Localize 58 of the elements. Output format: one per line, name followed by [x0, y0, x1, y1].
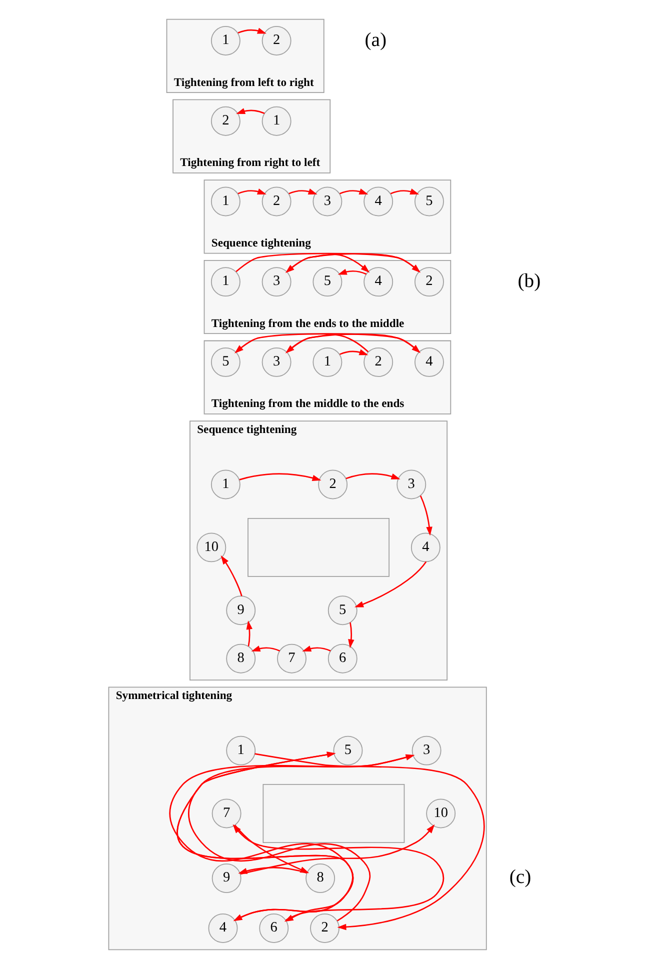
- arrow: [246, 620, 252, 646]
- node-circle: 5: [312, 267, 342, 297]
- arrow: [348, 622, 354, 648]
- arrow: [238, 473, 321, 481]
- node-circle: 3: [261, 267, 291, 297]
- node-circle: 10: [196, 532, 226, 562]
- node-circle: 5: [210, 347, 240, 377]
- arrow: [237, 188, 266, 194]
- label: (b): [517, 270, 540, 292]
- arrow: [339, 188, 368, 194]
- node-circle: 10: [426, 798, 456, 828]
- node-circle: 2: [261, 186, 291, 216]
- node-box: [247, 518, 389, 577]
- node-circle: 1: [312, 347, 342, 377]
- node-circle: 2: [310, 914, 339, 943]
- node-circle: 4: [363, 267, 393, 297]
- node-circle: 6: [327, 644, 357, 674]
- node-circle: 4: [208, 914, 238, 943]
- node-circle: 1: [261, 106, 291, 136]
- node-circle: 3: [261, 347, 291, 377]
- label: (a): [364, 28, 386, 51]
- node-circle: 8: [226, 644, 256, 674]
- label: (c): [508, 866, 531, 888]
- arrow: [236, 108, 264, 114]
- arrow: [250, 646, 280, 652]
- arrow: [337, 268, 366, 275]
- node-circle: 5: [327, 596, 357, 626]
- arrow: [302, 646, 330, 652]
- node-circle: 3: [411, 736, 441, 766]
- node-circle: 1: [210, 26, 240, 56]
- node-circle: 3: [312, 186, 342, 216]
- arrow: [220, 555, 242, 596]
- node-circle: 5: [414, 186, 444, 216]
- node-circle: 2: [363, 347, 393, 377]
- arrow: [234, 333, 419, 354]
- arrow: [339, 349, 368, 356]
- node-circle: 2: [414, 267, 444, 297]
- node-circle: 3: [396, 470, 426, 500]
- node-circle: 4: [410, 532, 440, 562]
- arrow: [288, 188, 317, 194]
- node-circle: 1: [210, 267, 240, 297]
- node-circle: 4: [414, 347, 444, 377]
- node-circle: 2: [261, 26, 291, 56]
- arrow: [419, 496, 432, 536]
- arrow: [345, 473, 400, 480]
- arrow: [237, 28, 266, 34]
- arrow: [284, 334, 368, 354]
- node-circle: 9: [226, 596, 256, 626]
- node-circle: 6: [258, 914, 288, 943]
- node-circle: 7: [276, 644, 306, 674]
- node-circle: 4: [363, 186, 393, 216]
- arrow: [390, 188, 419, 194]
- node-circle: 2: [210, 106, 240, 136]
- node-circle: 1: [210, 470, 240, 500]
- arrow: [284, 253, 419, 273]
- node-circle: 1: [210, 186, 240, 216]
- arrow: [354, 561, 426, 608]
- node-circle: 2: [318, 470, 348, 500]
